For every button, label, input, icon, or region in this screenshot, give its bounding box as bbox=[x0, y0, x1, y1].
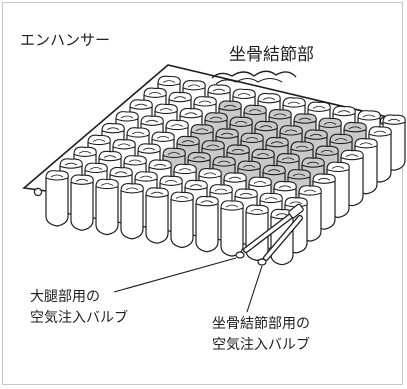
air-cell bbox=[195, 195, 219, 253]
thigh-valve-callout-line2: 空気注入バルブ bbox=[30, 310, 128, 326]
air-cell bbox=[95, 178, 119, 236]
air-cell bbox=[70, 174, 94, 231]
air-cell bbox=[45, 170, 69, 227]
air-cell-grid bbox=[45, 75, 406, 266]
air-cell bbox=[120, 183, 144, 240]
leader-line-ischial bbox=[246, 265, 263, 313]
product-title: エンハンサー bbox=[20, 31, 111, 49]
region-brace bbox=[211, 70, 297, 79]
thigh-valve-callout: 大腿部用の 空気注入バルブ bbox=[30, 287, 128, 329]
air-cell bbox=[170, 191, 194, 249]
region-label: 坐骨結節部 bbox=[229, 45, 314, 65]
air-cell bbox=[145, 187, 169, 244]
ischial-valve-callout-line1: 坐骨結節部用の bbox=[212, 316, 310, 332]
ischial-valve-callout: 坐骨結節部用の 空気注入バルブ bbox=[212, 314, 310, 356]
leader-line-thigh bbox=[113, 257, 237, 293]
valve-tubes bbox=[235, 203, 304, 266]
corner-grommet bbox=[33, 187, 43, 197]
air-cell bbox=[220, 200, 244, 257]
ischial-valve-cap bbox=[257, 258, 267, 266]
thigh-valve-cap bbox=[235, 251, 245, 259]
ischial-valve-callout-line2: 空気注入バルブ bbox=[212, 337, 310, 353]
thigh-valve-callout-line1: 大腿部用の bbox=[30, 289, 100, 305]
